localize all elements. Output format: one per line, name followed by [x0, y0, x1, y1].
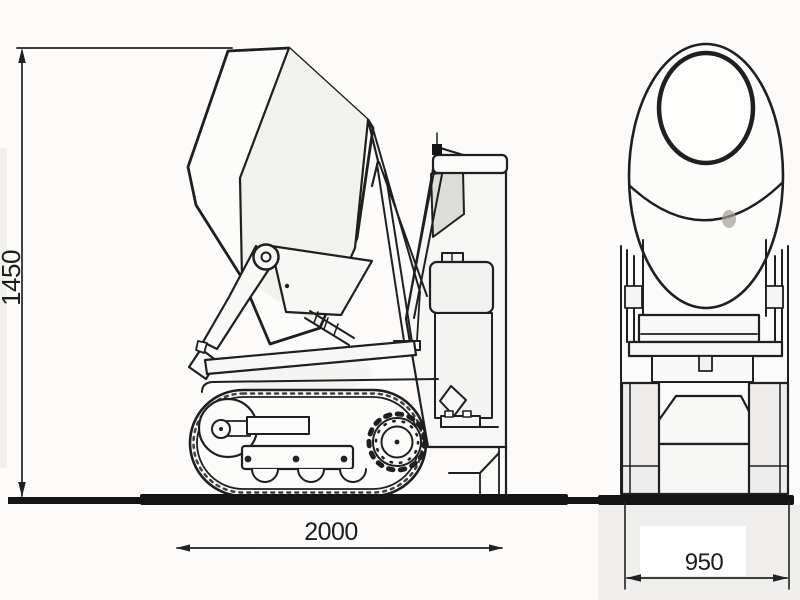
rear-track-left	[620, 381, 661, 496]
track-beam	[246, 416, 310, 435]
foot-tab-left	[444, 410, 454, 418]
height-dimension-label: 1450	[0, 250, 26, 306]
post-bracket-right	[765, 285, 784, 309]
drum-rim-line	[366, 118, 380, 188]
rear-view	[620, 42, 790, 496]
road-roller-2	[297, 468, 325, 483]
scan-streak-left	[0, 148, 7, 468]
fuel-tank	[428, 252, 495, 428]
length-arrow-right	[489, 544, 503, 552]
ground-bar-thick-left	[140, 494, 568, 505]
crawler-track	[188, 388, 428, 498]
width-dimension-label: 950	[685, 549, 724, 576]
width-arrow-right	[773, 574, 788, 582]
frame-lower-box	[640, 442, 768, 496]
height-dimension: 1450	[0, 47, 233, 497]
arm-foot-tab	[195, 340, 208, 354]
width-label-patch	[640, 526, 746, 576]
support-leg-front	[376, 163, 405, 342]
width-dimension: 950	[624, 501, 790, 590]
foot-tab-right	[462, 410, 472, 418]
sprocket-ring	[380, 425, 414, 459]
tank-upper	[428, 260, 495, 315]
beacon	[432, 144, 442, 155]
bogie-bolt-2	[292, 455, 300, 463]
sprocket-hub	[394, 439, 400, 445]
ground-bar-thick-right	[598, 495, 794, 505]
length-arrow-left	[176, 544, 190, 552]
width-arrow-left	[626, 574, 641, 582]
rear-body	[440, 426, 508, 496]
cylinder-rod-a	[304, 317, 350, 346]
height-arrow-top	[18, 48, 26, 63]
rear-tracks	[620, 381, 790, 496]
height-arrow-bottom	[18, 482, 26, 497]
scan-smudge	[722, 210, 736, 228]
sprocket-wheel	[366, 411, 428, 473]
cylinder-tick-3	[333, 323, 339, 336]
frame-plate	[637, 313, 761, 344]
post-bracket-left	[624, 285, 643, 309]
bogie-bolt-3	[340, 455, 348, 463]
frame-tab	[698, 355, 713, 372]
ground-line	[8, 494, 794, 505]
drum-facet-line-left	[238, 46, 291, 279]
drum-opening	[656, 50, 756, 166]
sprocket-teeth	[366, 411, 428, 473]
road-roller-3	[339, 468, 367, 483]
rear-frame	[624, 239, 784, 496]
side-view	[186, 46, 509, 498]
rear-drum	[627, 42, 785, 310]
chassis-frame	[201, 339, 439, 393]
pivot-pin	[260, 251, 272, 263]
chassis-lower-edge	[201, 378, 439, 393]
length-dimension-label: 2000	[304, 518, 358, 546]
rear-track-right	[747, 381, 790, 496]
road-roller-1	[251, 468, 279, 483]
canopy-bar	[431, 153, 509, 175]
length-dimension: 2000	[176, 518, 503, 552]
rivet-dot	[284, 283, 290, 289]
drum-support-frame	[372, 128, 428, 351]
chassis-rail	[203, 339, 418, 376]
cylinder-tick-2	[323, 317, 329, 330]
frame-rail	[627, 340, 784, 358]
support-leg-drop	[416, 291, 421, 341]
cylinder-tick-1	[313, 311, 319, 324]
support-leg-front2	[384, 169, 413, 343]
cab-pillar-outer	[405, 155, 438, 319]
bogie-bolt-1	[244, 455, 252, 463]
sprocket-bolts	[374, 419, 420, 465]
drum-seam-arc	[628, 181, 784, 222]
lift-arm	[187, 243, 374, 381]
idler-hub-dot	[219, 427, 223, 431]
arm-plate	[269, 244, 374, 317]
